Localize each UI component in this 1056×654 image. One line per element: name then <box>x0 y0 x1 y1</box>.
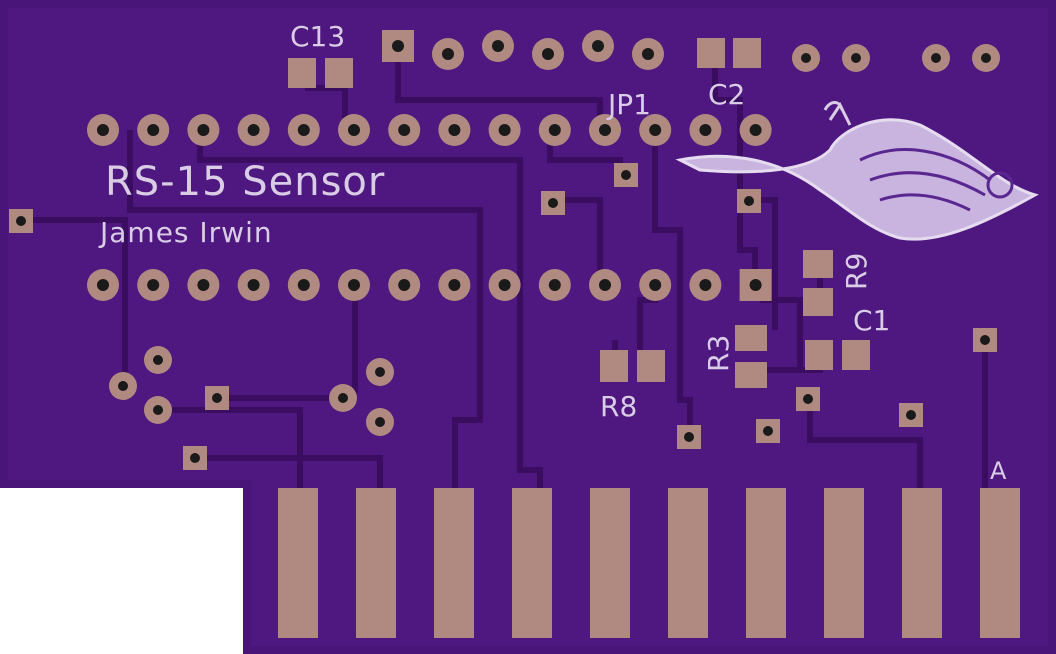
label-r8: R8 <box>600 390 637 423</box>
ic-pin <box>338 114 370 146</box>
sensor-pads <box>109 346 394 436</box>
ic-pin <box>538 269 571 301</box>
ic-pin <box>689 114 722 146</box>
board-author: James Irwin <box>98 216 273 249</box>
c13-pad-1 <box>288 58 316 88</box>
edge-connector <box>278 488 1020 638</box>
ic-pin <box>87 114 119 146</box>
ic-pin-row-lower <box>87 269 772 301</box>
ic-pin <box>137 114 170 146</box>
ic-pin <box>589 269 621 301</box>
edge-finger <box>434 488 474 638</box>
label-jp1: JP1 <box>606 88 651 121</box>
ic-pin <box>338 269 370 301</box>
label-c1: C1 <box>853 304 890 337</box>
ic-pin <box>589 114 621 146</box>
header-pins-top <box>382 30 1000 72</box>
r3-pad-1 <box>735 325 767 351</box>
ic-pin <box>287 114 320 146</box>
c1-pad-2 <box>842 340 870 370</box>
ic-pin <box>538 114 571 146</box>
label-edge-a: A <box>990 457 1007 485</box>
copper-traces <box>22 45 988 500</box>
smd-pads <box>288 38 870 388</box>
ic-pin <box>438 269 471 301</box>
ic-pin <box>639 114 672 146</box>
ic-pin-row-upper <box>87 114 772 146</box>
ic-pin <box>739 114 772 146</box>
ic-pin <box>87 269 119 301</box>
ic-pin <box>639 269 672 301</box>
label-r9: R9 <box>840 253 873 290</box>
c1-pad-1 <box>805 340 833 370</box>
ic-pin <box>388 269 421 301</box>
label-r3: R3 <box>702 335 735 372</box>
edge-finger <box>278 488 318 638</box>
r8-pad-2 <box>637 350 665 382</box>
vias <box>9 163 997 470</box>
r9-pad-2 <box>803 288 833 316</box>
edge-finger <box>902 488 942 638</box>
ic-pin <box>187 114 220 146</box>
label-c13: C13 <box>290 20 345 53</box>
label-c2: C2 <box>708 78 745 111</box>
ic-pin <box>689 269 722 301</box>
genie-lamp-logo-icon <box>675 101 1039 241</box>
ic-pin <box>287 269 320 301</box>
ic-pin <box>488 269 521 301</box>
c13-pad-2 <box>325 58 353 88</box>
c2-pad-2 <box>733 38 761 68</box>
edge-finger <box>590 488 630 638</box>
ic-pin <box>438 114 471 146</box>
edge-finger <box>356 488 396 638</box>
edge-finger <box>824 488 864 638</box>
c2-pad-1 <box>697 38 725 68</box>
board-title: RS-15 Sensor <box>105 159 385 205</box>
ic-pin <box>739 269 772 301</box>
ic-pin <box>137 269 170 301</box>
r3-pad-2 <box>735 362 767 388</box>
edge-finger <box>512 488 552 638</box>
ic-pin <box>237 269 270 301</box>
r8-pad-1 <box>600 350 628 382</box>
ic-pin <box>388 114 421 146</box>
ic-pin <box>237 114 270 146</box>
edge-finger <box>668 488 708 638</box>
edge-finger <box>746 488 786 638</box>
ic-pin <box>187 269 220 301</box>
ic-pin <box>488 114 521 146</box>
r9-pad-1 <box>803 250 833 278</box>
edge-finger <box>980 488 1020 638</box>
